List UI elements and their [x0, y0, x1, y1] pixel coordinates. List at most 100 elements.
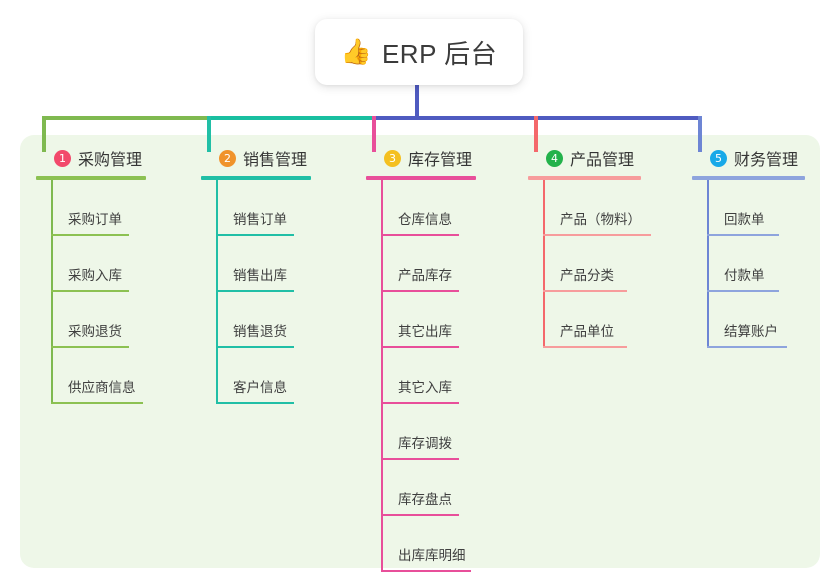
branch-column-2: 2 销售管理销售订单销售出库销售退货客户信息: [201, 146, 311, 404]
branch-spine-3: [381, 180, 383, 572]
branch-item-label: 库存盘点: [398, 492, 452, 507]
branch-item-label: 销售退货: [233, 324, 287, 339]
branch-item[interactable]: 销售订单: [201, 180, 311, 236]
branch-item[interactable]: 结算账户: [692, 292, 805, 348]
branch-item-underline: [381, 290, 459, 292]
branch-number-badge-4: 4: [546, 149, 563, 167]
branch-item-list-5: 回款单付款单结算账户: [692, 180, 805, 348]
branch-item[interactable]: 其它出库: [366, 292, 476, 348]
branch-item-label: 采购入库: [68, 268, 122, 283]
branch-number-badge-1: 1: [54, 149, 71, 167]
branch-spine-4: [543, 180, 545, 348]
branch-item[interactable]: 产品（物料）: [528, 180, 651, 236]
branch-item-label: 销售出库: [233, 268, 287, 283]
branch-item-underline: [707, 290, 779, 292]
branch-item[interactable]: 产品库存: [366, 236, 476, 292]
branch-item[interactable]: 仓库信息: [366, 180, 476, 236]
branch-column-3: 3 库存管理仓库信息产品库存其它出库其它入库库存调拨库存盘点出库库明细: [366, 146, 476, 572]
branch-item[interactable]: 产品分类: [528, 236, 641, 292]
root-stem-line: [415, 85, 419, 120]
branch-number-badge-5: 5: [710, 149, 727, 167]
branch-item-label: 产品（物料）: [560, 212, 641, 227]
branch-spine-1: [51, 180, 53, 404]
thumbs-up-icon: 👍: [340, 37, 372, 66]
connector-bus-segment-2: [207, 116, 376, 120]
branch-item[interactable]: 出库库明细: [366, 516, 476, 572]
root-node-card[interactable]: 👍 ERP 后台: [315, 19, 523, 85]
branch-title-4: 产品管理: [570, 152, 635, 169]
branch-header-4[interactable]: 4 产品管理: [528, 146, 641, 170]
branch-header-2[interactable]: 2 销售管理: [201, 146, 311, 170]
branch-title-5: 财务管理: [734, 152, 799, 169]
branch-spine-5: [707, 180, 709, 348]
branch-item-underline: [381, 234, 459, 236]
branch-item-underline: [543, 346, 627, 348]
branch-item[interactable]: 其它入库: [366, 348, 476, 404]
branch-header-rule-1: [36, 176, 146, 180]
branch-item-label: 付款单: [724, 268, 765, 283]
branch-item[interactable]: 库存调拨: [366, 404, 476, 460]
branch-header-rule-2: [201, 176, 311, 180]
branch-item-label: 仓库信息: [398, 212, 452, 227]
branch-title-3: 库存管理: [408, 152, 473, 169]
branch-item-underline: [543, 234, 651, 236]
branch-item-underline: [707, 234, 779, 236]
branch-item-underline: [543, 290, 627, 292]
branch-item[interactable]: 库存盘点: [366, 460, 476, 516]
branch-item-label: 回款单: [724, 212, 765, 227]
branch-item[interactable]: 供应商信息: [36, 348, 146, 404]
branch-stem-4: [534, 116, 538, 152]
branch-header-rule-5: [692, 176, 805, 180]
branch-item[interactable]: 销售出库: [201, 236, 311, 292]
connector-bus-segment-1: [42, 116, 211, 120]
branch-stem-3: [372, 116, 376, 152]
branch-item-underline: [381, 402, 459, 404]
branch-item[interactable]: 产品单位: [528, 292, 641, 348]
branch-column-5: 5 财务管理回款单付款单结算账户: [692, 146, 805, 348]
branch-item[interactable]: 付款单: [692, 236, 805, 292]
branch-item-underline: [381, 346, 459, 348]
branch-spine-2: [216, 180, 218, 404]
branch-item[interactable]: 客户信息: [201, 348, 311, 404]
branch-item-list-2: 销售订单销售出库销售退货客户信息: [201, 180, 311, 404]
branch-column-4: 4 产品管理产品（物料） 产品分类产品单位: [528, 146, 651, 348]
branch-stem-2: [207, 116, 211, 152]
branch-item-underline: [51, 290, 129, 292]
branch-header-5[interactable]: 5 财务管理: [692, 146, 805, 170]
branch-item[interactable]: 采购入库: [36, 236, 146, 292]
branches-panel: [20, 135, 820, 568]
branch-item-underline: [51, 234, 129, 236]
branch-header-3[interactable]: 3 库存管理: [366, 146, 476, 170]
branch-number-badge-3: 3: [384, 149, 401, 167]
root-node-title: ERP 后台: [381, 38, 498, 69]
branch-item-label: 销售订单: [233, 212, 287, 227]
branch-item-label: 其它出库: [398, 324, 452, 339]
branch-header-rule-3: [366, 176, 476, 180]
branch-number-badge-2: 2: [219, 149, 236, 167]
branch-item-list-1: 采购订单采购入库采购退货供应商信息: [36, 180, 146, 404]
branch-item[interactable]: 采购订单: [36, 180, 146, 236]
branch-item-label: 其它入库: [398, 380, 452, 395]
branch-item[interactable]: 回款单: [692, 180, 805, 236]
branch-item-underline: [216, 402, 294, 404]
branch-item-label: 客户信息: [233, 380, 287, 395]
branch-stem-1: [42, 116, 46, 152]
branch-item-underline: [51, 346, 129, 348]
branch-stem-5: [698, 116, 702, 152]
branch-title-2: 销售管理: [243, 152, 308, 169]
branch-item[interactable]: 销售退货: [201, 292, 311, 348]
branch-item-underline: [216, 346, 294, 348]
branch-item-label: 产品分类: [560, 268, 614, 283]
branch-item-underline: [216, 234, 294, 236]
branch-item-underline: [381, 458, 459, 460]
branch-item-label: 供应商信息: [68, 380, 136, 395]
branch-item[interactable]: 采购退货: [36, 292, 146, 348]
branch-header-rule-4: [528, 176, 641, 180]
branch-item-label: 采购退货: [68, 324, 122, 339]
branch-item-label: 出库库明细: [398, 548, 466, 563]
branch-item-label: 产品库存: [398, 268, 452, 283]
branch-item-label: 产品单位: [560, 324, 614, 339]
branch-item-list-4: 产品（物料） 产品分类产品单位: [528, 180, 651, 348]
